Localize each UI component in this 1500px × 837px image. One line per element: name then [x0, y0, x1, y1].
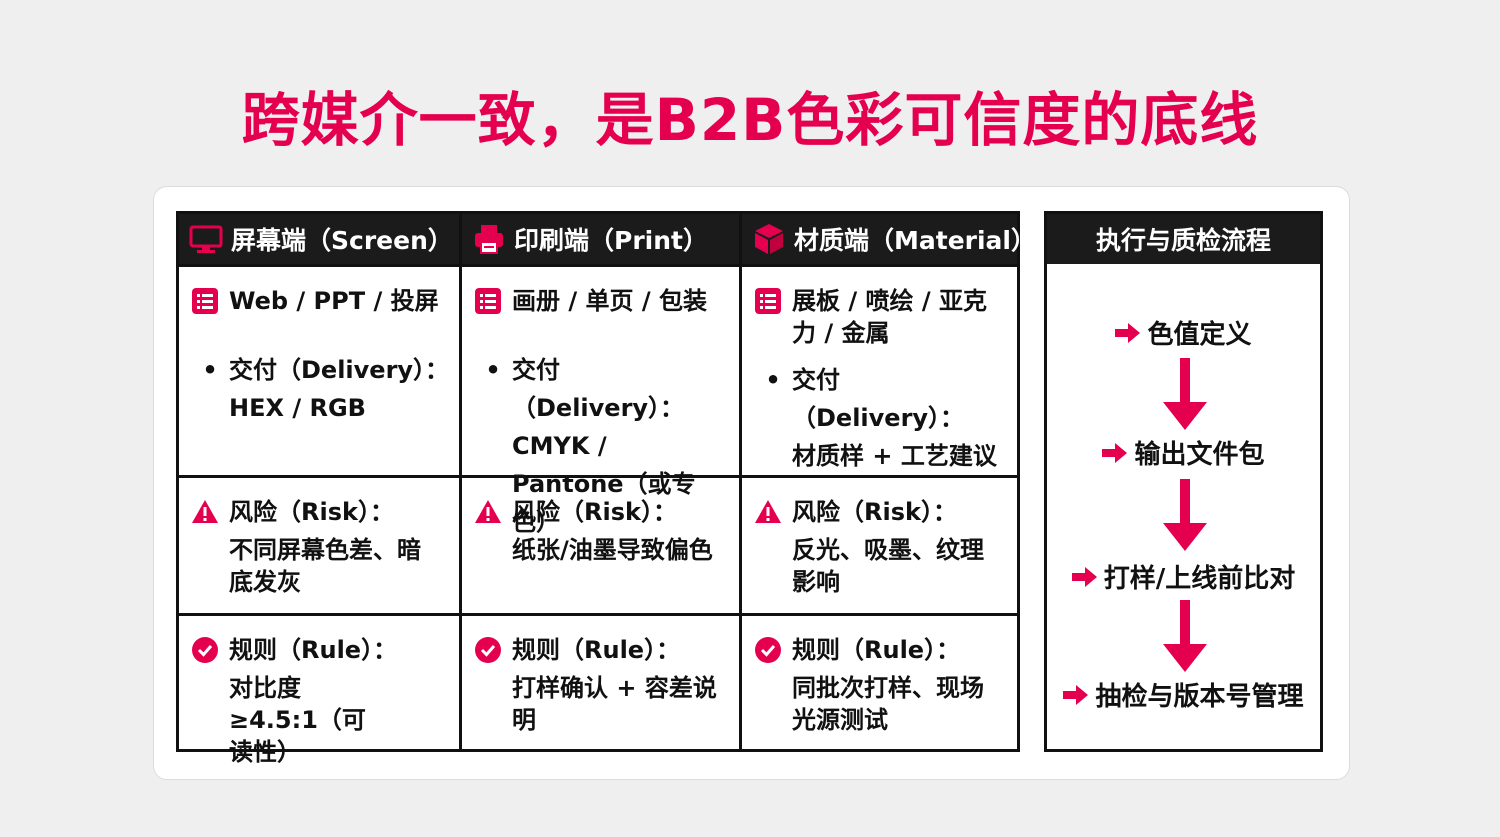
risk-cell-material: 风险（Risk）： 反光、吸墨、纹理影响	[739, 475, 1017, 613]
flow-step: 抽检与版本号管理	[1047, 676, 1320, 713]
risk-label: 风险（Risk）：	[792, 498, 957, 526]
media-cell-print: 画册 / 单页 / 包装 • 交付（Delivery）：CMYK / Panto…	[459, 264, 739, 536]
flow-step-label: 抽检与版本号管理	[1095, 682, 1304, 712]
cube-icon	[755, 224, 783, 254]
check-circle-icon	[475, 637, 501, 663]
warning-icon	[755, 500, 781, 523]
delivery-label: 交付（Delivery）：	[229, 356, 450, 384]
rule-label: 规则（Rule）：	[792, 636, 961, 664]
rule-cell-screen: 规则（Rule）： 对比度≥4.5:1（可读性）	[179, 613, 459, 766]
flow-step: 色值定义	[1047, 314, 1320, 351]
printer-icon	[475, 225, 503, 254]
column-header-print: 印刷端（Print）	[459, 214, 739, 264]
risk-value: 纸张/油墨导致偏色	[512, 536, 713, 564]
process-flow: 执行与质检流程 色值定义 输出文件包 打样/上线前比对 抽检与版本号管理	[1044, 211, 1323, 752]
flow-step: 打样/上线前比对	[1047, 558, 1320, 595]
column-header-screen: 屏幕端（Screen）	[179, 214, 459, 264]
delivery-value: HEX / RGB	[229, 394, 366, 422]
rule-cell-print: 规则（Rule）： 打样确认 + 容差说明	[459, 613, 739, 749]
check-circle-icon	[755, 637, 781, 663]
arrow-right-icon	[1063, 684, 1089, 705]
media-label: 展板 / 喷绘 / 亚克力 / 金属	[792, 287, 987, 347]
list-icon	[755, 288, 781, 314]
risk-value: 反光、吸墨、纹理影响	[792, 536, 984, 596]
media-label: Web / PPT / 投屏	[229, 287, 439, 315]
flow-step-label: 输出文件包	[1134, 440, 1265, 470]
column-header-material: 材质端（Material）	[739, 214, 1036, 264]
media-matrix: 屏幕端（Screen） 印刷端（Print） 材质端（Material） Web	[176, 211, 1036, 766]
arrow-right-icon	[1102, 442, 1128, 463]
arrow-right-icon	[1071, 566, 1097, 587]
delivery-label: 交付（Delivery）：	[512, 356, 685, 422]
list-icon	[475, 288, 501, 314]
arrow-down-icon	[1163, 600, 1207, 672]
check-circle-icon	[192, 637, 218, 663]
risk-cell-print: 风险（Risk）： 纸张/油墨导致偏色	[459, 475, 739, 613]
flow-step-label: 打样/上线前比对	[1103, 564, 1296, 594]
media-cell-screen: Web / PPT / 投屏 • 交付（Delivery）：HEX / RGB	[179, 264, 459, 475]
rule-label: 规则（Rule）：	[512, 636, 681, 664]
media-label: 画册 / 单页 / 包装	[512, 287, 707, 315]
media-cell-material: 展板 / 喷绘 / 亚克力 / 金属 • 交付（Delivery）：材质样 + …	[739, 264, 1017, 475]
risk-label: 风险（Risk）：	[229, 498, 394, 526]
flow-step-label: 色值定义	[1147, 320, 1252, 350]
rule-cell-material: 规则（Rule）： 同批次打样、现场光源测试	[739, 613, 1017, 749]
risk-value: 不同屏幕色差、暗底发灰	[229, 536, 421, 596]
arrow-right-icon	[1115, 322, 1141, 343]
list-icon	[192, 288, 218, 314]
delivery-value: CMYK / Pantone（或专色）	[512, 432, 696, 536]
page-title: 跨媒介一致，是B2B色彩可信度的底线	[241, 86, 1259, 154]
warning-icon	[192, 500, 218, 523]
column-header-label: 材质端（Material）	[794, 226, 1036, 255]
rule-value: 打样确认 + 容差说明	[512, 674, 717, 734]
arrow-down-icon	[1163, 358, 1207, 430]
flow-step: 输出文件包	[1047, 434, 1320, 471]
risk-label: 风险（Risk）：	[512, 498, 677, 526]
flow-header: 执行与质检流程	[1047, 214, 1320, 264]
rule-value: 同批次打样、现场光源测试	[792, 674, 984, 734]
delivery-value: 材质样 + 工艺建议	[792, 442, 997, 470]
rule-label: 规则（Rule）：	[229, 636, 398, 664]
column-header-label: 屏幕端（Screen）	[231, 226, 453, 255]
rule-value: 对比度≥4.5:1（可读性）	[229, 674, 366, 766]
delivery-label: 交付（Delivery）：	[792, 366, 965, 432]
column-header-label: 印刷端（Print）	[514, 226, 708, 255]
arrow-down-icon	[1163, 479, 1207, 551]
warning-icon	[475, 500, 501, 523]
risk-cell-screen: 风险（Risk）： 不同屏幕色差、暗底发灰	[179, 475, 459, 613]
monitor-icon	[189, 225, 223, 253]
